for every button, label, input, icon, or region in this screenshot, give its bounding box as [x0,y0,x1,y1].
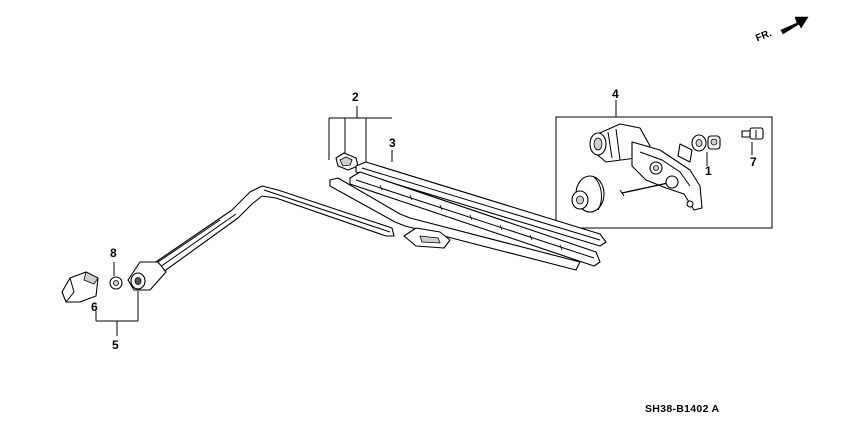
callout-3: 3 [389,136,396,150]
blade-clip [335,152,359,171]
motor-assembly-group-box [555,116,773,229]
diagram-code: SH38-B1402 A [645,403,720,415]
part-6-arm-cap [61,271,99,303]
callout-bracket-5-6 [95,291,139,336]
pivot-grommet [571,175,605,213]
wiper-motor-assembly [589,123,703,211]
part-8-nut [109,262,123,290]
callout-1: 1 [705,164,712,178]
part-7-bolt [741,127,764,155]
part-1-cushion-collar [691,134,721,166]
callout-6: 6 [91,300,98,314]
callout-2: 2 [352,90,359,104]
part-3-blade-rubber [355,161,607,247]
front-label: FR. [754,28,773,44]
callout-bracket-2-3 [328,106,393,165]
part-2-wiper-blade [329,171,601,271]
callout-8: 8 [110,246,117,260]
front-arrow-icon [780,16,809,35]
front-direction-indicator: FR. [754,16,809,44]
wiper-arm [127,185,395,291]
callout-4: 4 [612,87,619,101]
callout-5: 5 [112,338,119,352]
callout-7: 7 [750,155,757,169]
